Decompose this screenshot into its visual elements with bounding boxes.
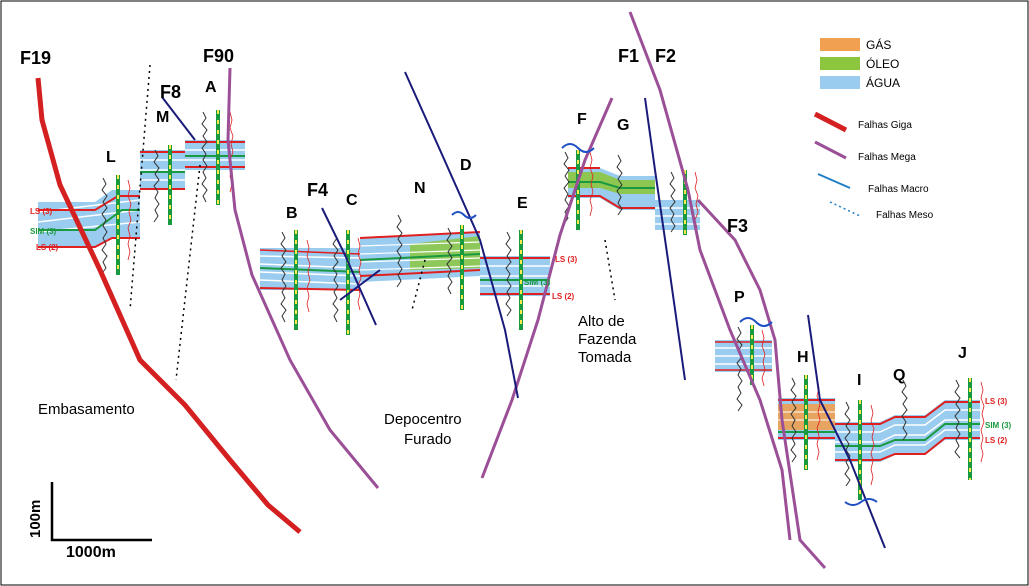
well-label-p: P: [734, 289, 745, 306]
legend-label-agua: ÁGUA: [866, 75, 900, 90]
meso-fault-crests: [451, 143, 878, 506]
legend: GÁS ÓLEO ÁGUA Falhas Giga Falhas Mega Fa…: [813, 37, 934, 221]
legend-label-meso: Falhas Meso: [876, 210, 934, 221]
legend-line-mega: [814, 140, 847, 160]
fault-f3-mega: [696, 198, 827, 569]
horizon-label-ls2-east: LS (2): [985, 436, 1008, 445]
fault-label-f8: F8: [160, 82, 181, 102]
well-label-m: M: [156, 109, 169, 126]
horizon-labels-east: LS (3) SIM (3) LS (2): [985, 397, 1012, 445]
legend-label-mega: Falhas Mega: [858, 152, 916, 163]
well-label-g: G: [617, 117, 629, 134]
horizon-label-sim3-east: SIM (3): [985, 421, 1012, 430]
legend-line-macro: [817, 173, 851, 189]
well-label-a: A: [205, 79, 217, 96]
fault-f8: [161, 96, 196, 141]
fault-c-minor: [339, 269, 381, 301]
legend-swatch-agua: [820, 76, 860, 89]
well-label-n: N: [414, 180, 426, 197]
block-E: [480, 256, 550, 296]
legend-line-giga: [813, 111, 848, 133]
block-I-Q-J: [835, 400, 980, 462]
well-label-b: B: [286, 205, 298, 222]
horizon-label-ls2-west: LS (2): [36, 243, 59, 252]
block-A: [185, 140, 245, 170]
area-label-depocentro-2: Furado: [404, 431, 452, 448]
area-label-alto-1: Alto de: [578, 313, 625, 330]
block-M: [140, 150, 185, 190]
well-label-h: H: [797, 349, 809, 366]
fault-label-f4: F4: [307, 180, 328, 200]
horizon-label-ls2-middle: LS (2): [552, 292, 575, 301]
well-label-l: L: [106, 149, 116, 166]
horizon-label-ls3-west: LS (3): [30, 207, 53, 216]
scale-bar: 100m 1000m: [27, 482, 152, 561]
fault-f2-mega: [628, 11, 792, 541]
horizon-label-ls3-middle: LS (3): [555, 255, 578, 264]
legend-label-gas: GÁS: [866, 37, 891, 52]
area-label-depocentro-1: Depocentro: [384, 411, 462, 428]
horizon-labels-middle: LS (3) SIM (3) LS (2): [524, 255, 578, 301]
fault-label-f2: F2: [655, 46, 676, 66]
fault-label-f1: F1: [618, 46, 639, 66]
fault-g-deep: [644, 97, 686, 381]
well-label-f: F: [577, 111, 587, 128]
well-label-e: E: [517, 195, 528, 212]
fault-label-f3: F3: [727, 216, 748, 236]
area-label-alto-3: Tomada: [578, 349, 632, 366]
horizon-label-sim3-west: SIM (3): [30, 227, 57, 236]
well-label-j: J: [958, 345, 967, 362]
legend-label-oleo: ÓLEO: [866, 56, 899, 71]
area-label-alto-2: Fazenda: [578, 331, 637, 348]
fault-f4: [321, 207, 377, 326]
well-label-q: Q: [893, 367, 905, 384]
well-label-d: D: [460, 157, 472, 174]
block-P: [715, 340, 772, 372]
fault-label-f90: F90: [203, 46, 234, 66]
block-F-G: [568, 167, 700, 230]
well-logs: [101, 110, 985, 500]
block-L: [37, 190, 141, 248]
horizon-labels-west: LS (3) SIM (3) LS (2): [30, 207, 59, 252]
fault-f19-giga: [35, 77, 302, 534]
scale-label-horizontal: 1000m: [66, 544, 116, 561]
well-label-i: I: [857, 372, 861, 389]
horizon-label-ls3-east: LS (3): [985, 397, 1008, 406]
meso-faults: [129, 64, 616, 381]
fault-f90-mega: [226, 67, 380, 489]
fault-f1-mega: [480, 97, 614, 479]
legend-line-meso: [829, 201, 861, 217]
well-label-c: C: [346, 192, 358, 209]
legend-label-macro: Falhas Macro: [868, 184, 929, 195]
legend-swatch-gas: [820, 38, 860, 51]
fault-label-f19: F19: [20, 48, 51, 68]
fault-i-deep: [807, 314, 886, 549]
legend-label-giga: Falhas Giga: [858, 120, 912, 131]
horizon-label-sim3-middle: SIM (3): [524, 278, 551, 287]
legend-swatch-oleo: [820, 57, 860, 70]
scale-label-vertical: 100m: [27, 500, 44, 538]
block-B: [259, 248, 361, 291]
area-label-embasamento: Embasamento: [38, 401, 135, 418]
fault-d-deep: [404, 71, 519, 399]
